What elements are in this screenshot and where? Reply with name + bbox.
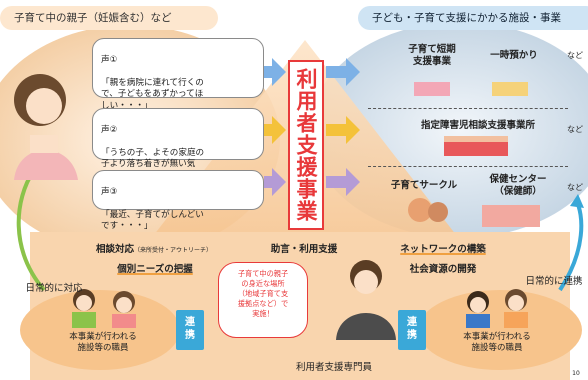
service-disability: 指定障害児相談支援事業所 (420, 120, 535, 131)
daily-right-label: 日常的に連携 (525, 276, 583, 287)
renkei-left-badge: 連 携 (176, 310, 204, 350)
location-bubble: 子育て中の親子 の身近な場所 （地域子育て支 援拠点など）で 実施！ (218, 262, 308, 338)
function-resources: 社会資源の開発 (409, 264, 477, 275)
daily-left-label: 日常的に対応 (25, 283, 83, 294)
header-right: 子ども・子育て支援にかかる施設・事業 (358, 6, 588, 30)
temporary-care-icon (492, 82, 528, 96)
voice-text: 「親を病院に連れて行くの で、子どもをあずかってほ しい・・・」 (101, 77, 204, 111)
function-needs: 個別ニーズの把握 (117, 264, 193, 275)
arrow-blue-out (326, 58, 360, 86)
service-etc-1: など (567, 51, 583, 60)
center-title: 利用者支援事業 (288, 60, 324, 230)
voice-title: 声③ (101, 186, 118, 197)
arrow-purple (264, 168, 286, 196)
divider-1 (368, 108, 568, 109)
arrow-blue (264, 58, 286, 86)
function-network: ネットワークの構築 (400, 244, 486, 255)
arrow-purple-out (326, 168, 360, 196)
voice-bubble-2: 声② 「うちの子、よその家庭の 子より落ち着きが無い気 がする・・・」 (92, 108, 264, 181)
disability-center-icon (444, 142, 508, 156)
specialist-label: 利用者支援専門員 (295, 362, 372, 373)
service-health: 保健センター （保健師） (489, 174, 547, 197)
service-short-stay: 子育て短期 支援事業 (408, 44, 456, 67)
bottom-left-oval (20, 290, 180, 370)
circle-icon (408, 198, 432, 222)
staff-left-label: 本事業が行われる 施設等の職員 (69, 332, 137, 353)
staff-left-illustration-icon (72, 289, 136, 328)
renkei-right-badge: 連 携 (398, 310, 426, 350)
service-circle: 子育てサークル (390, 180, 458, 191)
voice-text: 「最近、子育てがしんどい です・・・」 (101, 209, 204, 232)
function-consult: 相談対応（来所受付・アウトリーチ） (96, 244, 213, 255)
short-stay-icon (414, 82, 450, 96)
header-left: 子育て中の親子（妊娠含む）など (0, 6, 218, 30)
arrow-yellow-out (326, 116, 360, 144)
function-advice: 助言・利用支援 (270, 244, 338, 255)
staff-right-illustration-icon (466, 289, 528, 328)
voice-bubble-3: 声③ 「最近、子育てがしんどい です・・・」 (92, 170, 264, 231)
staff-right-label: 本事業が行われる 施設等の職員 (463, 332, 531, 353)
voice-bubble-1: 声① 「親を病院に連れて行くの で、子どもをあずかってほ しい・・・」 (92, 38, 264, 111)
service-etc-2: など (567, 125, 583, 134)
voice-title: 声① (101, 54, 118, 65)
curve-arrow-left (16, 168, 46, 292)
voice-title: 声② (101, 124, 118, 135)
arrow-yellow (264, 116, 286, 144)
mother-illustration-icon (14, 74, 78, 180)
service-temporary: 一時預かり (490, 50, 538, 61)
specialist-illustration-icon (336, 260, 396, 340)
service-etc-3: など (567, 183, 583, 192)
divider-2 (368, 166, 568, 167)
bottom-right-oval (418, 290, 582, 370)
page-number: 10 (572, 370, 580, 377)
health-center-icon (482, 205, 540, 227)
